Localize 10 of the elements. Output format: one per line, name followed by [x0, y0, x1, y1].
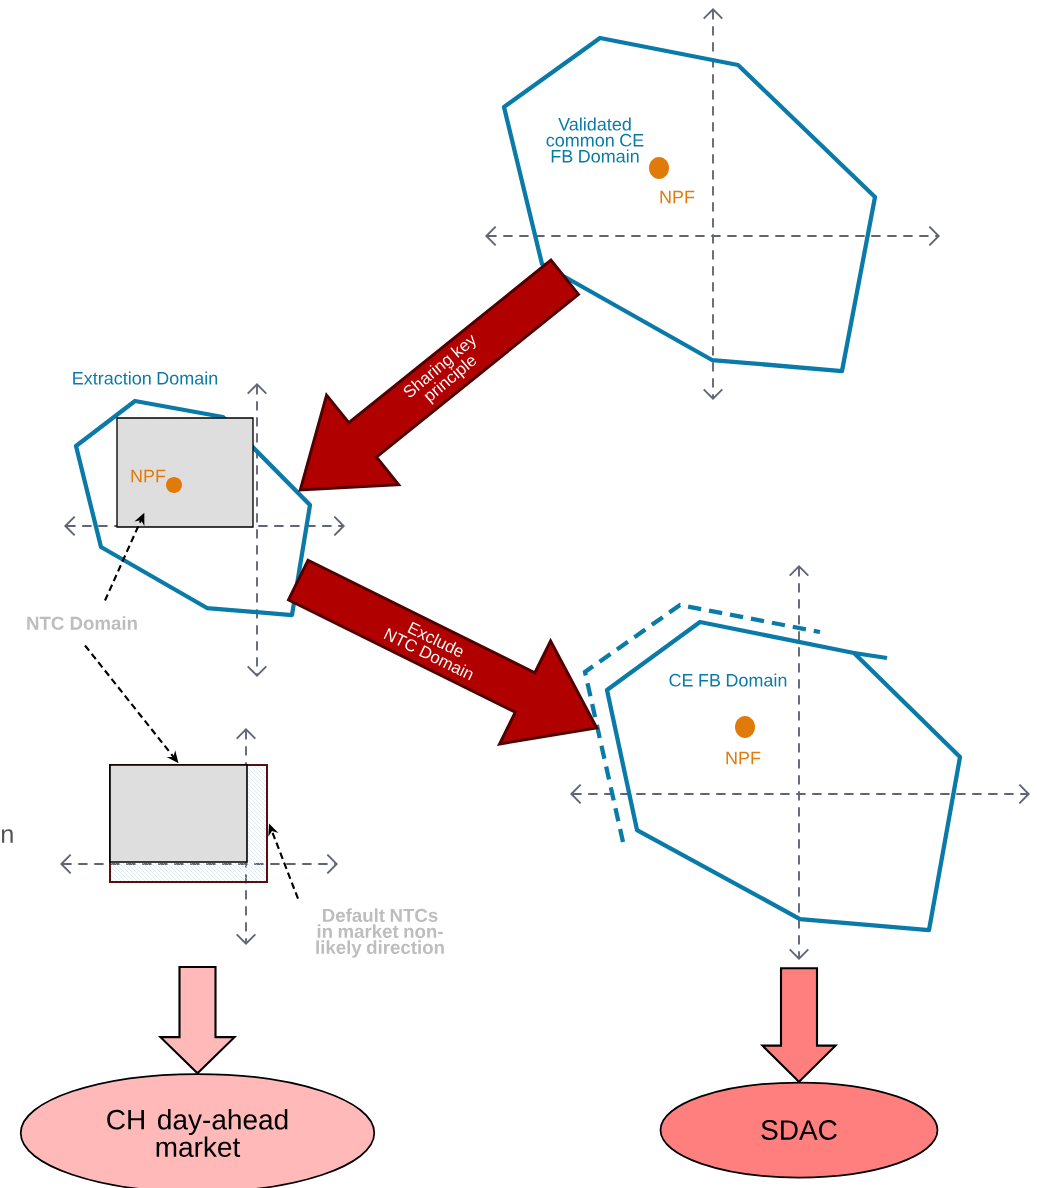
- npf-label: NPF: [660, 190, 695, 204]
- partial-text: n: [1, 829, 13, 843]
- domain-label: Validated common CE FB Domain: [546, 117, 644, 163]
- note-text: NTC Domain: [27, 616, 137, 630]
- block-arrow: [759, 967, 839, 1084]
- domain-label: Extraction Domain: [73, 371, 218, 385]
- ntc-box: [109, 764, 248, 863]
- block-arrow: [157, 965, 238, 1075]
- note-text: Default NTCs in market non-likely direction: [316, 908, 444, 958]
- npf-label: NPF: [131, 469, 166, 483]
